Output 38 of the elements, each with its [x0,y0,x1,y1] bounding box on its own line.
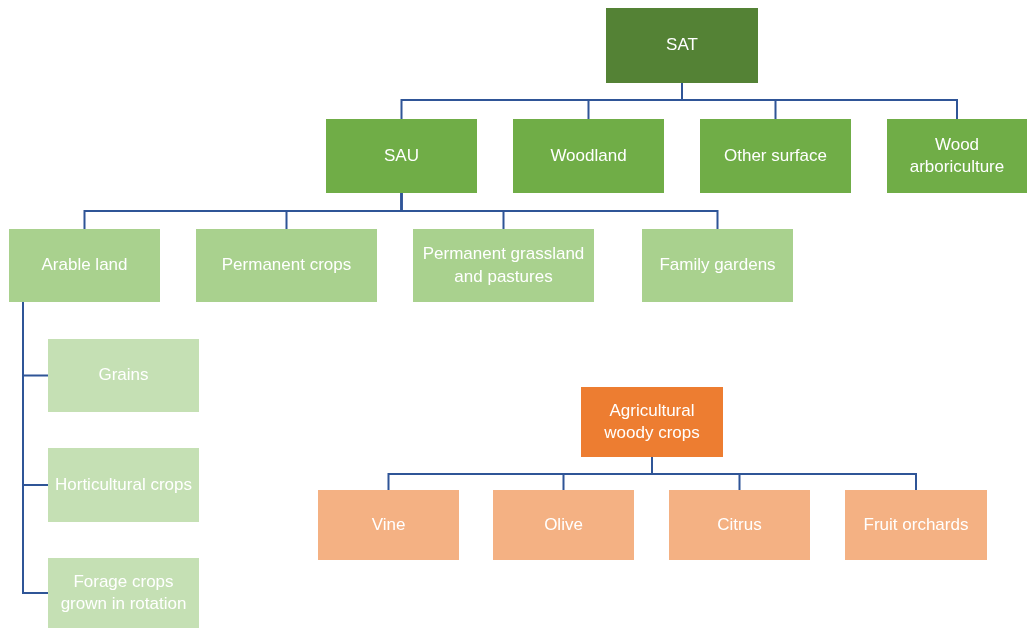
category-box [318,490,459,560]
category-box [493,490,634,560]
box-label: Forage crops grown in rotation [59,570,188,615]
box-label: Vine [371,513,406,536]
box-label: Arable land [41,254,128,277]
category-box [413,229,594,302]
box-label: Family gardens [659,254,776,277]
category-box [513,119,664,193]
box-label: Grains [98,364,149,387]
connector-line [22,301,49,594]
box-label: SAT [666,34,698,57]
box-label: Fruit orchards [863,513,969,536]
box-label: Other surface [724,144,827,167]
box-label: Woodland [550,144,627,167]
connector-line [651,456,917,491]
connector-line [681,82,958,120]
category-box [700,119,851,193]
category-box [196,229,377,302]
box-label: SAU [384,144,419,167]
category-box [9,229,160,302]
category-box [642,229,793,302]
box-label: Wood arboriculture [908,133,1006,178]
category-box [669,490,810,560]
connector-line [400,192,719,230]
box-label: Permanent grassland and pastures [421,243,586,288]
box-label: Permanent crops [221,254,352,277]
category-box [606,8,758,83]
box-label: Citrus [717,513,762,536]
category-box [48,339,199,412]
box-label: Olive [544,513,583,536]
category-box [48,448,199,522]
box-label: Agricultural woody crops [603,399,701,444]
category-box [887,119,1027,193]
category-box [48,558,199,628]
category-box [581,387,723,457]
category-box [845,490,987,560]
box-label: Horticultural crops [55,473,192,496]
category-box [326,119,477,193]
